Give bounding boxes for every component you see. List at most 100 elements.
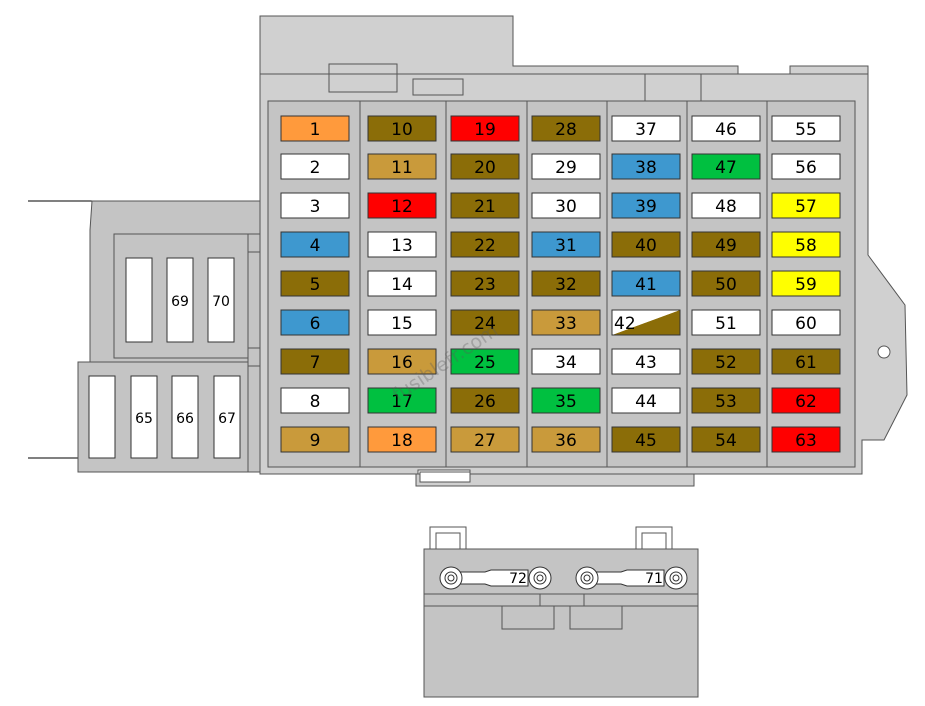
fuse-label: 31 [555,236,577,256]
maxi-fuse-label: 72 [509,571,527,587]
fuse-body [611,231,681,258]
fuse-body [531,348,601,375]
fuse-body [450,270,520,297]
relay-label: 69 [171,294,189,310]
fuse-body [367,192,437,219]
fuse-44: 44 [611,387,681,414]
fuse-35: 35 [531,387,601,414]
fuse-label: 36 [555,431,577,451]
fuse-label: 6 [310,314,321,334]
lower-relay-group: 65 66 67 [88,375,241,459]
fuse-label: 13 [391,236,413,256]
column-dividers [359,101,768,467]
fuse-body [771,231,841,258]
relay-label: 67 [218,411,236,427]
fuse-body [611,426,681,453]
fuse-label: 1 [310,120,321,140]
fuse-11: 11 [367,153,437,180]
fuse-body [691,153,761,180]
fuse-61: 61 [771,348,841,375]
fuse-body [611,192,681,219]
fuse-36: 36 [531,426,601,453]
fuse-label: 60 [795,314,817,334]
fuse-49: 49 [691,231,761,258]
fuse-label: 61 [795,353,817,373]
fuse-41: 41 [611,270,681,297]
fuse-label: 55 [795,120,817,140]
fuse-body [771,192,841,219]
relay-label: 66 [176,411,194,427]
fuse-label: 34 [555,353,577,373]
fuse-label: 62 [795,392,817,412]
maxi-fuse-71: 71 [575,566,688,590]
fuse-body [691,348,761,375]
relay-66: 66 [171,375,199,459]
fuse-46: 46 [691,115,761,142]
fuse-54: 54 [691,426,761,453]
main-fuse-box: 1234567891011121314151617181920212223242… [259,15,908,487]
fuse-58: 58 [771,231,841,258]
fuse-label: 49 [715,236,737,256]
fuse-28: 28 [531,115,601,142]
fuse-label: 23 [474,275,496,295]
fuse-body [771,115,841,142]
fuse-body [691,192,761,219]
fuse-body [450,192,520,219]
fuse-body [771,348,841,375]
fuse-16: 16 [367,348,437,375]
upper-relay-group: 69 70 [125,257,235,343]
fuse-body [531,387,601,414]
fuse-8: 8 [280,387,350,414]
fuse-body [531,426,601,453]
fuse-31: 31 [531,231,601,258]
relay-65: 65 [130,375,158,459]
fuse-24: 24 [450,309,520,336]
fuse-body [280,153,350,180]
fuse-body [691,231,761,258]
fuse-body [691,270,761,297]
fuse-50: 50 [691,270,761,297]
fuse-body [367,348,437,375]
fuse-label: 51 [715,314,737,334]
fuse-body [531,153,601,180]
fuse-body [280,192,350,219]
fuse-label: 33 [555,314,577,334]
fuse-label: 11 [391,158,413,178]
fuse-label: 18 [391,431,413,451]
fuse-55: 55 [771,115,841,142]
fuse-51: 51 [691,309,761,336]
fuse-label: 27 [474,431,496,451]
fuse-20: 20 [450,153,520,180]
fuse-label: 41 [635,275,657,295]
fuse-body [611,387,681,414]
fuse-label: 25 [474,353,496,373]
fuse-45: 45 [611,426,681,453]
fuse-1: 1 [280,115,350,142]
fuse-body [691,115,761,142]
fuse-label: 21 [474,197,496,217]
fuse-47: 47 [691,153,761,180]
maxi-fuse-72: 72 [439,566,552,590]
fuse-body [367,153,437,180]
fuse-body [367,231,437,258]
fuse-32: 32 [531,270,601,297]
fuse-body [691,426,761,453]
fuse-label: 56 [795,158,817,178]
fuse-label: 47 [715,158,737,178]
fuse-body [450,309,520,336]
fuse-42: 42 [611,309,681,336]
fuse-body [611,153,681,180]
fuse-label: 28 [555,120,577,140]
relay-70: 70 [207,257,235,343]
fuse-grid: 1234567891011121314151617181920212223242… [280,115,841,453]
fuse-body [450,348,520,375]
relay-unlabeled [125,257,153,343]
fuse-48: 48 [691,192,761,219]
fuse-body [367,426,437,453]
fuse-body [367,309,437,336]
fuse-53: 53 [691,387,761,414]
fuse-label: 48 [715,197,737,217]
fuse-12: 12 [367,192,437,219]
fuse-label: 7 [310,353,321,373]
